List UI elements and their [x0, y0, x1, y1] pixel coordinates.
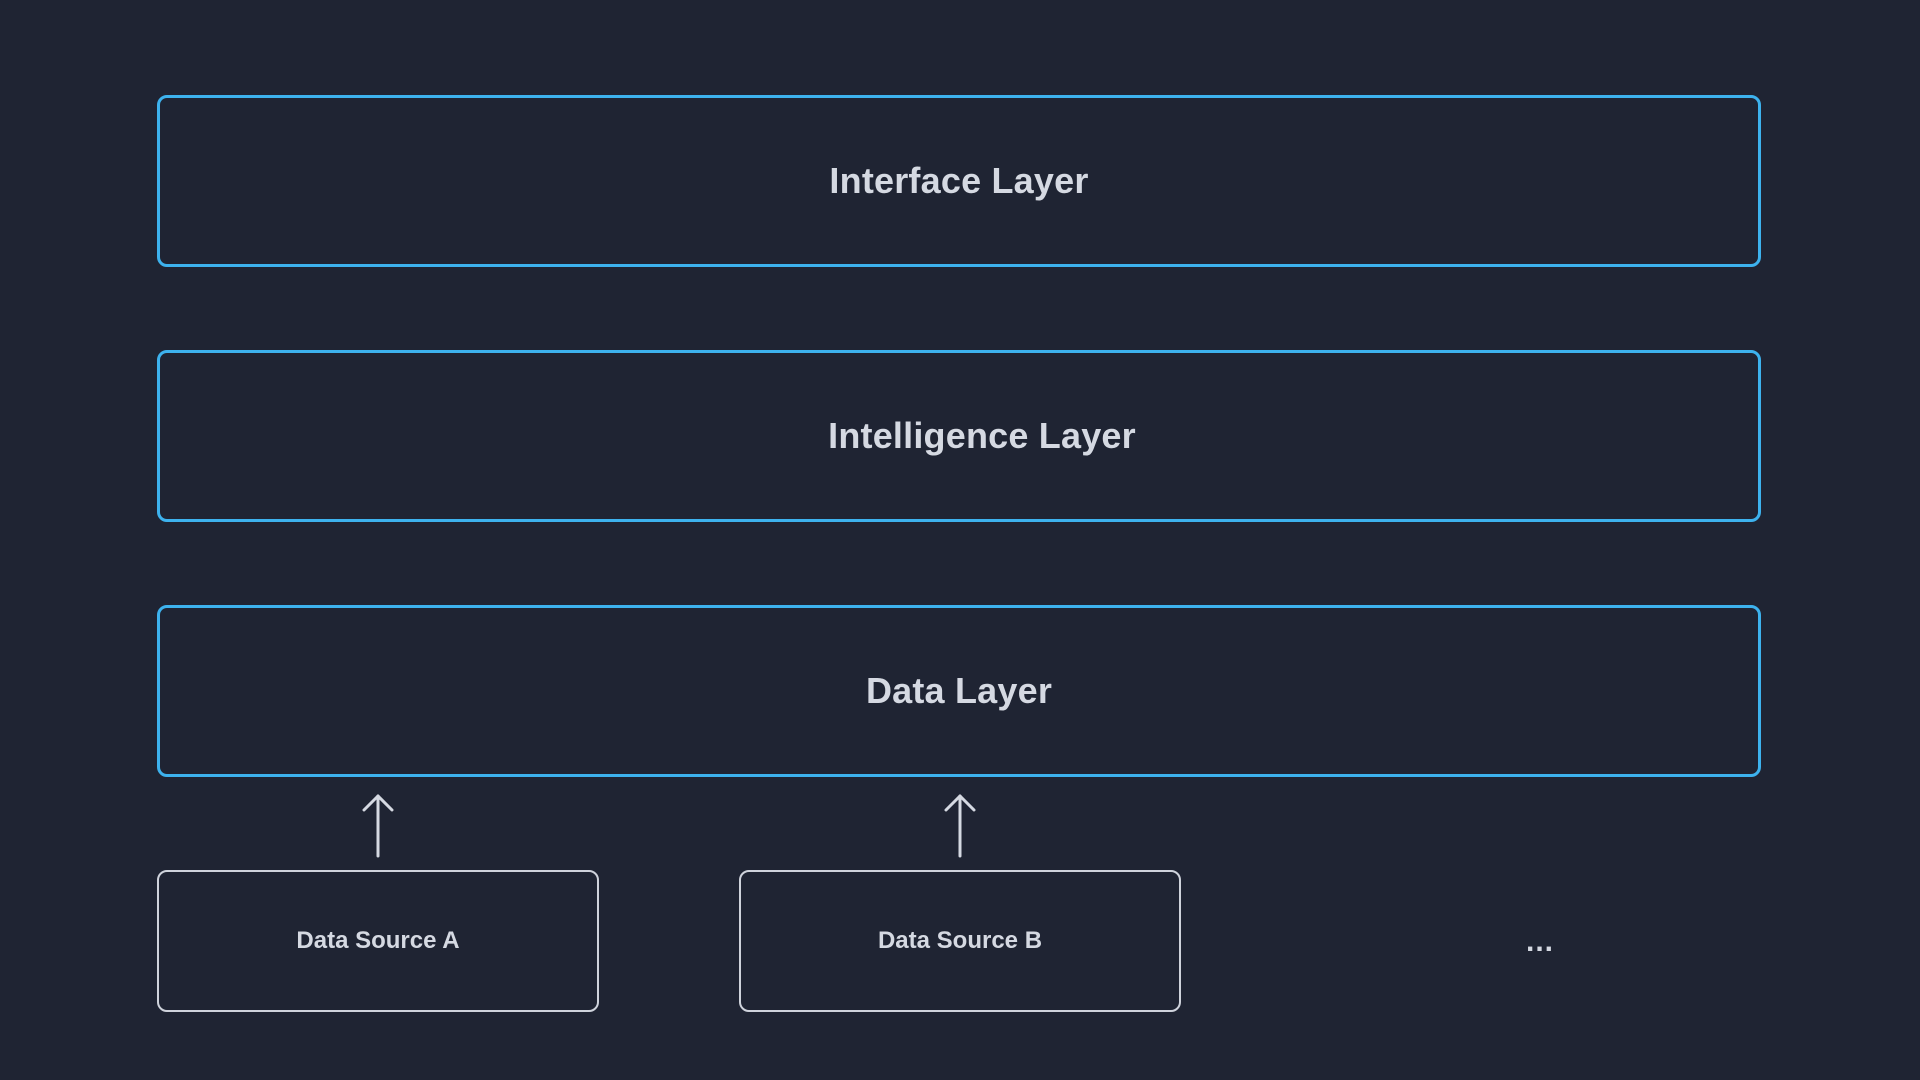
- data-layer-label: Data Layer: [865, 670, 1053, 711]
- data-source-a-label: Data Source A: [296, 927, 460, 954]
- arrow-up-icon: [362, 794, 394, 858]
- more-sources-ellipsis: ...: [1525, 925, 1554, 958]
- arrow-up-icon: [944, 794, 976, 858]
- data-source-a-box: Data Source A: [157, 870, 599, 1012]
- data-layer-box: Data Layer: [157, 605, 1761, 777]
- intelligence-layer-box: Intelligence Layer: [157, 350, 1761, 522]
- data-source-b-label: Data Source B: [877, 927, 1043, 954]
- interface-layer-label: Interface Layer: [829, 160, 1089, 201]
- intelligence-layer-label: Intelligence Layer: [828, 415, 1136, 456]
- data-source-b-box: Data Source B: [739, 870, 1181, 1012]
- interface-layer-box: Interface Layer: [157, 95, 1761, 267]
